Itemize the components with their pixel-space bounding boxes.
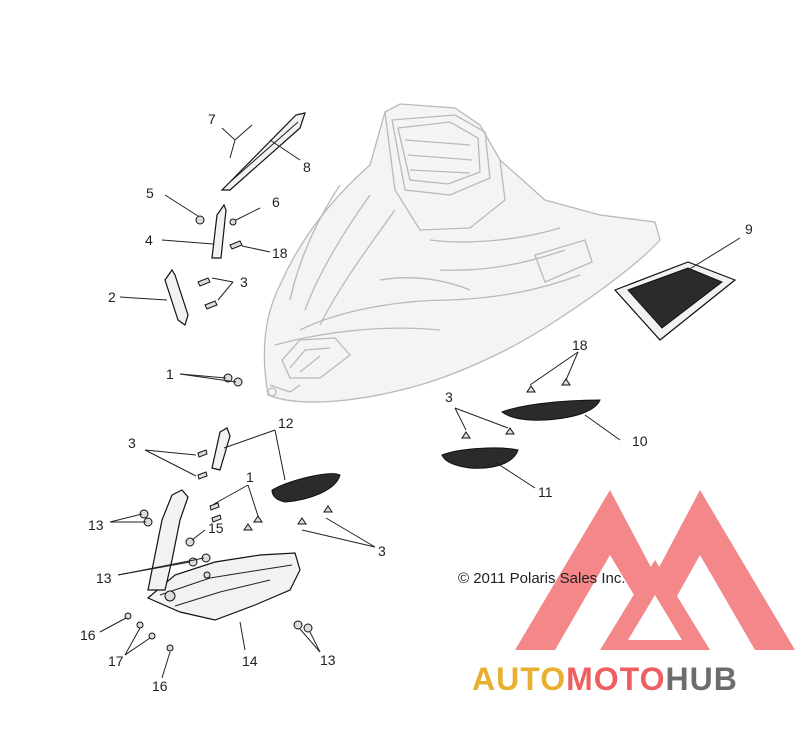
trim-strip-12 — [211, 427, 231, 471]
callout-8: 8 — [303, 159, 311, 175]
callout-13b: 13 — [96, 570, 112, 586]
callout-17: 17 — [108, 653, 124, 669]
callout-13a: 13 — [88, 517, 104, 533]
lower-panel-14 — [146, 489, 301, 621]
watermark-text: AUTOMOTOHUB — [472, 661, 738, 697]
callout-12: 12 — [278, 415, 294, 431]
callout-15: 15 — [208, 520, 224, 536]
callout-3b: 3 — [445, 389, 453, 405]
callout-3c: 3 — [128, 435, 136, 451]
fasteners — [124, 215, 571, 652]
watermark-logo-triangles — [515, 490, 795, 650]
leader-lines — [99, 124, 741, 679]
copyright-text: © 2011 Polaris Sales Inc. — [458, 570, 626, 587]
callout-16b: 16 — [152, 678, 168, 694]
callout-14: 14 — [242, 653, 258, 669]
callout-5: 5 — [146, 185, 154, 201]
watermark-auto: AUTO — [472, 661, 566, 697]
callout-6: 6 — [272, 194, 280, 210]
callout-16a: 16 — [80, 627, 96, 643]
callout-13c: 13 — [320, 652, 336, 668]
callout-10: 10 — [632, 433, 648, 449]
callout-18b: 18 — [572, 337, 588, 353]
callout-4: 4 — [145, 232, 153, 248]
vent-10 — [500, 399, 601, 421]
callout-1a: 1 — [166, 366, 174, 382]
watermark-hub: HUB — [665, 661, 737, 697]
callout-3d: 3 — [378, 543, 386, 559]
watermark-moto: MOTO — [566, 661, 665, 697]
trim-piece-2 — [164, 268, 189, 326]
callout-11: 11 — [538, 484, 553, 500]
callout-18a: 18 — [272, 245, 288, 261]
hood-outline — [263, 103, 661, 403]
trim-piece-4 — [211, 203, 227, 259]
callout-1b: 1 — [246, 469, 254, 485]
callout-labels: 7 8 5 6 4 18 3 2 1 9 18 3 10 11 12 3 1 1… — [80, 111, 753, 694]
vent-12 — [271, 473, 341, 503]
callout-9: 9 — [745, 221, 753, 237]
callout-7: 7 — [208, 111, 216, 127]
callout-2: 2 — [108, 289, 116, 305]
vent-screen-9 — [613, 261, 737, 341]
vent-11 — [441, 447, 519, 469]
callout-3a: 3 — [240, 274, 248, 290]
